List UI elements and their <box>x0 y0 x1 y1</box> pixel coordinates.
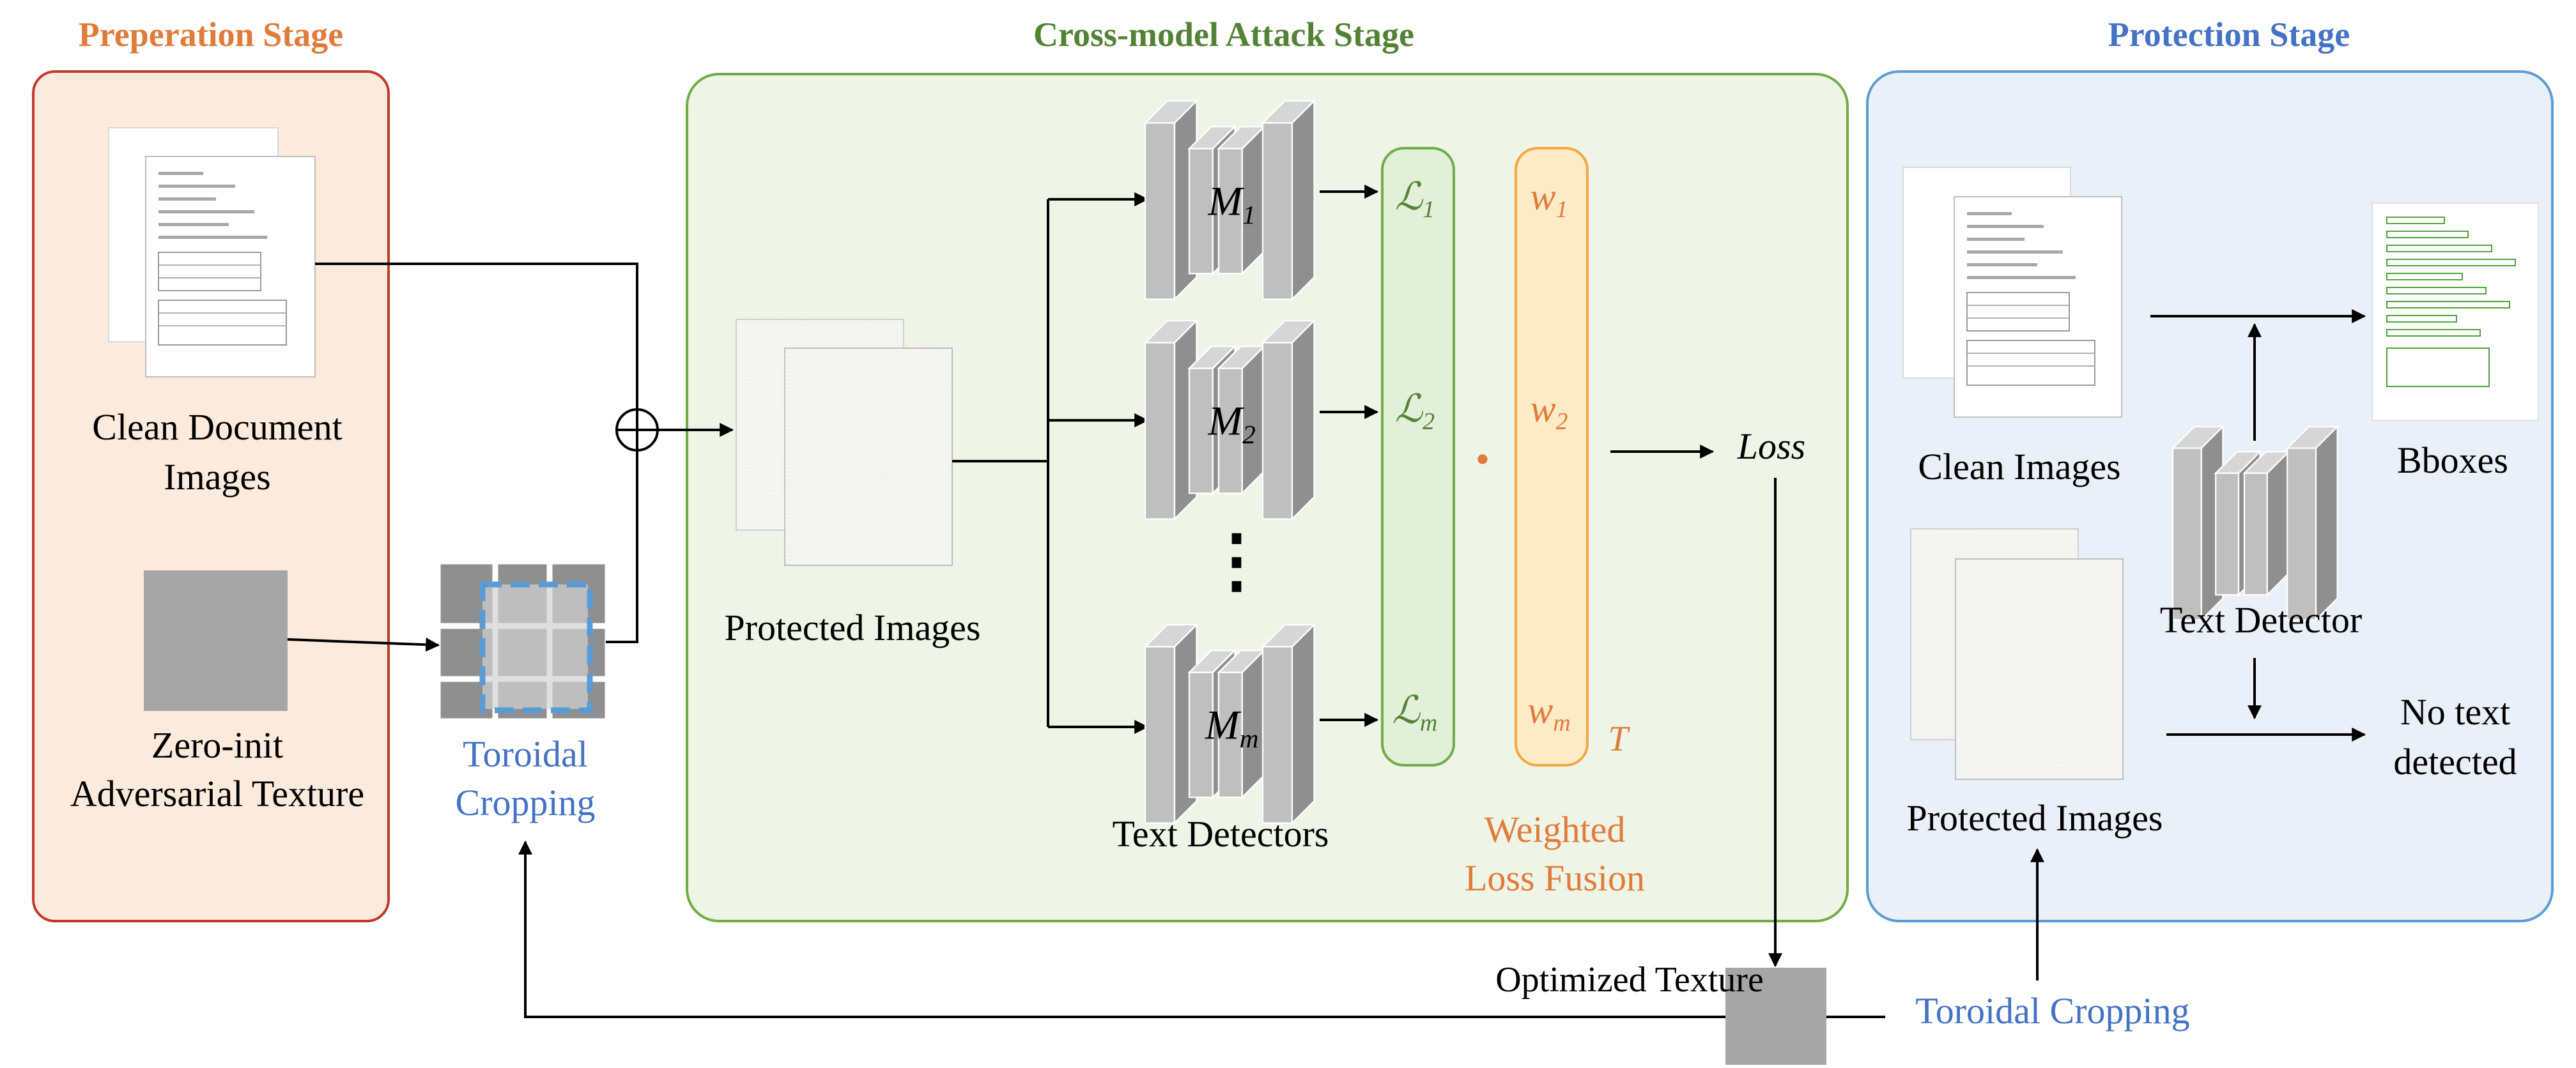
attack-protected-label: Protected Images <box>724 607 980 648</box>
weight-column <box>1515 147 1589 767</box>
bboxes-result-doc <box>2372 202 2539 421</box>
transpose-symbol: T <box>1608 719 1630 759</box>
sum-node <box>615 408 659 452</box>
clean-document-images <box>108 127 316 378</box>
fusion-label-2: Loss Fusion <box>1465 857 1645 899</box>
no-text-label-1: No text <box>2400 691 2510 733</box>
protect-clean-images <box>1902 167 2122 418</box>
optimized-texture <box>1725 968 1826 1065</box>
dot-operator: • <box>1476 436 1490 482</box>
crop-to-sum-line <box>606 448 638 643</box>
text-detector-model <box>2171 425 2340 622</box>
models-ellipsis: ⋮ <box>1201 522 1272 600</box>
weight-label-1: w1 <box>1530 176 1568 223</box>
toroidal-crop-label-2: Cropping <box>455 782 595 823</box>
feedback-loop-arrow <box>518 840 1725 1018</box>
attack-stage-title: Cross-model Attack Stage <box>1033 15 1414 54</box>
protect-protected-images <box>1910 528 2124 780</box>
crop-window <box>479 581 593 713</box>
protected-images-stack <box>736 319 953 566</box>
protect-toroidal-label: Toroidal Cropping <box>1915 990 2189 1032</box>
clean-docs-label-1: Clean Document <box>92 406 342 448</box>
zero-init-texture <box>144 570 288 711</box>
detectors-label: Text Detectors <box>1113 813 1329 855</box>
svg-text:Mm: Mm <box>1205 702 1259 753</box>
protection-stage-title: Protection Stage <box>2108 15 2350 54</box>
bboxes-label: Bboxes <box>2397 439 2508 481</box>
clean-docs-label-2: Images <box>164 456 271 498</box>
loss-label: Loss <box>1737 425 1805 467</box>
protect-protected-label: Protected Images <box>1906 797 2163 839</box>
model-2: M2 <box>1143 319 1316 521</box>
fusion-label-1: Weighted <box>1485 809 1626 850</box>
toroidal-crop-grid <box>438 562 607 721</box>
model-3: Mm <box>1143 623 1316 825</box>
loss-column <box>1381 147 1455 767</box>
texture-label-1: Zero-init <box>151 724 283 766</box>
toroidal-crop-label-1: Toroidal <box>463 733 588 775</box>
clean-to-sum-line <box>315 263 638 412</box>
texture-to-crop-arrow <box>287 637 440 652</box>
prep-stage-title: Preperation Stage <box>79 15 343 54</box>
text-detector-label: Text Detector <box>2160 599 2362 641</box>
texture-label-2: Adversarial Texture <box>70 773 364 814</box>
optimized-texture-label: Optimized Texture <box>1495 960 1764 1000</box>
svg-text:M2: M2 <box>1208 398 1256 449</box>
no-text-label-2: detected <box>2393 741 2517 782</box>
model-1: M1 <box>1143 99 1316 301</box>
protect-clean-label: Clean Images <box>1918 446 2120 487</box>
